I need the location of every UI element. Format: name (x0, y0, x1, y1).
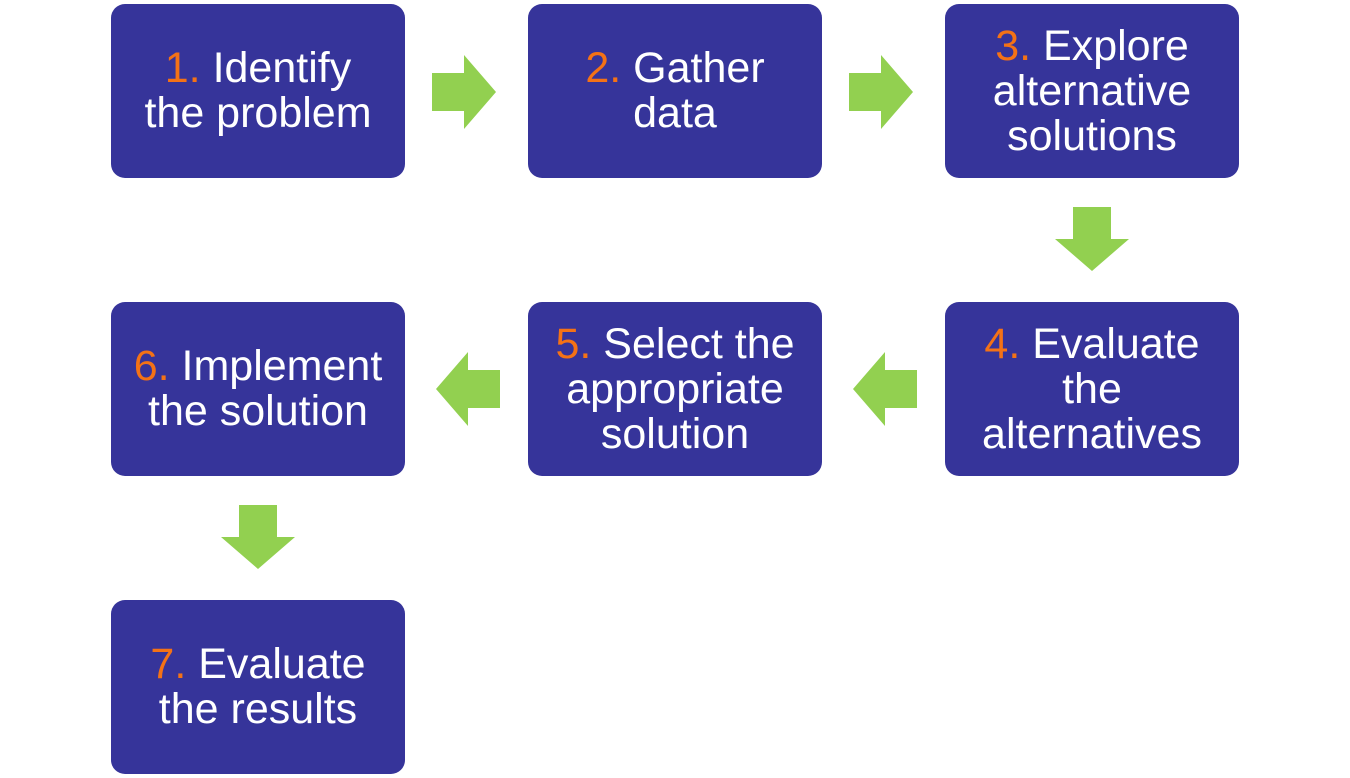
step-5-box: 5. Select the appropriate solution (528, 302, 822, 476)
step-5-line2: appropriate (566, 364, 784, 413)
step-6-number: 6. (133, 342, 170, 390)
step-2-number: 2. (585, 44, 622, 92)
step-7-text: 7. Evaluate the results (150, 642, 365, 732)
step-1-box: 1. Identify the problem (111, 4, 405, 178)
step-1-number: 1. (164, 44, 201, 92)
step-3-line2: alternative (992, 66, 1192, 115)
step-7-box: 7. Evaluate the results (111, 600, 405, 774)
step-5-line1: Select the (591, 319, 795, 368)
step-4-box: 4. Evaluate the alternatives (945, 302, 1239, 476)
step-3-box: 3. Explore alternative solutions (945, 4, 1239, 178)
step-5-text: 5. Select the appropriate solution (555, 319, 795, 458)
step-4-number: 4. (984, 319, 1021, 368)
step-3-number: 3. (995, 21, 1032, 70)
step-7-number: 7. (150, 640, 187, 688)
step-4-line2: the (1062, 364, 1122, 413)
step-5-line3: solution (600, 409, 750, 458)
arrow-down-icon (1055, 207, 1129, 271)
arrow-right-icon (849, 55, 913, 129)
step-5-number: 5. (555, 319, 592, 368)
step-2-line2: data (633, 89, 717, 137)
step-6-text: 6. Implement the solution (134, 344, 383, 434)
step-1-line1: Identify (200, 44, 352, 92)
step-3-text: 3. Explore alternative solutions (992, 21, 1192, 160)
step-2-text: 2. Gather data (585, 46, 764, 136)
step-3-line1: Explore (1031, 21, 1189, 70)
step-4-line1: Evaluate (1020, 319, 1200, 368)
step-6-box: 6. Implement the solution (111, 302, 405, 476)
arrow-left-icon (853, 352, 917, 426)
step-4-text: 4. Evaluate the alternatives (982, 319, 1202, 458)
step-4-line3: alternatives (982, 409, 1202, 458)
step-1-line2: the problem (144, 89, 372, 137)
step-7-line2: the results (158, 685, 358, 733)
step-2-line1: Gather (621, 44, 765, 92)
step-7-line1: Evaluate (186, 640, 366, 688)
step-6-line2: the solution (148, 387, 368, 435)
arrow-left-icon (436, 352, 500, 426)
step-3-line3: solutions (1007, 111, 1177, 160)
step-2-box: 2. Gather data (528, 4, 822, 178)
step-6-line1: Implement (169, 342, 383, 390)
step-1-text: 1. Identify the problem (144, 46, 371, 136)
arrow-right-icon (432, 55, 496, 129)
arrow-down-icon (221, 505, 295, 569)
